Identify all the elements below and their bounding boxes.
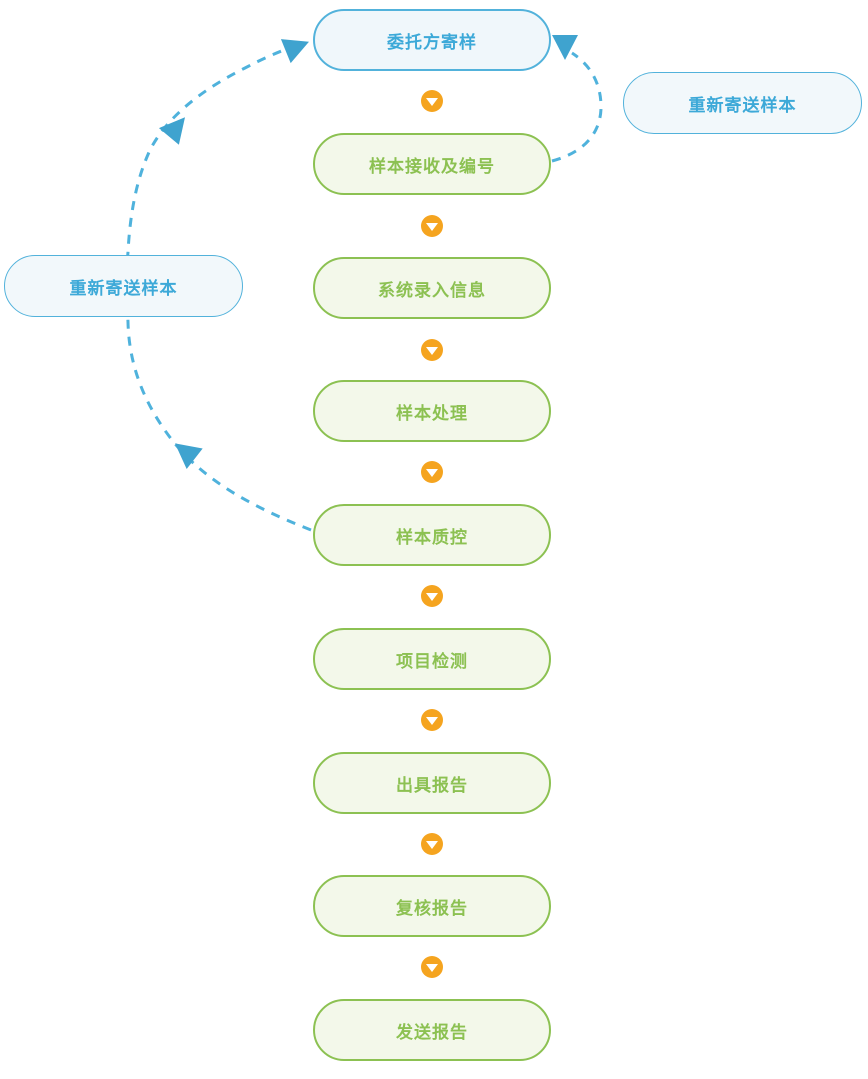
node-client-sends-sample: 委托方寄样 (313, 9, 551, 71)
node-review-report: 复核报告 (313, 875, 551, 937)
right-loop-path (551, 51, 603, 163)
triangle-down-icon (426, 841, 438, 849)
down-arrow-circle-icon (421, 833, 443, 855)
triangle-down-icon (426, 717, 438, 725)
triangle-down-icon (426, 593, 438, 601)
node-resend-sample-left: 重新寄送样本 (4, 255, 243, 317)
node-resend-sample-right: 重新寄送样本 (623, 72, 862, 134)
down-arrow-circle-icon (421, 585, 443, 607)
arrowhead-left-loop-upper-icon (158, 117, 185, 145)
node-label: 样本处理 (396, 403, 468, 423)
node-label: 重新寄送样本 (69, 278, 178, 298)
triangle-down-icon (426, 469, 438, 477)
node-sample-qc: 样本质控 (313, 504, 551, 566)
node-label: 样本接收及编号 (369, 156, 495, 176)
node-label: 出具报告 (396, 775, 468, 795)
arrowhead-into-top-node-right-icon (552, 35, 578, 60)
triangle-down-icon (426, 964, 438, 972)
node-sample-processing: 样本处理 (313, 380, 551, 442)
node-label: 样本质控 (396, 527, 468, 547)
down-arrow-circle-icon (421, 215, 443, 237)
node-system-entry-info: 系统录入信息 (313, 257, 551, 319)
node-label: 重新寄送样本 (688, 95, 797, 115)
down-arrow-circle-icon (421, 956, 443, 978)
node-label: 发送报告 (396, 1022, 468, 1042)
down-arrow-circle-icon (421, 339, 443, 361)
arrowhead-left-loop-lower-icon (174, 443, 203, 470)
down-arrow-circle-icon (421, 461, 443, 483)
node-sample-receipt-number: 样本接收及编号 (313, 133, 551, 195)
node-label: 复核报告 (396, 898, 468, 918)
node-send-report: 发送报告 (313, 999, 551, 1061)
node-label: 委托方寄样 (387, 32, 477, 52)
down-arrow-circle-icon (421, 709, 443, 731)
node-label: 系统录入信息 (378, 280, 486, 300)
triangle-down-icon (426, 223, 438, 231)
node-project-testing: 项目检测 (313, 628, 551, 690)
node-label: 项目检测 (396, 651, 468, 671)
triangle-down-icon (426, 347, 438, 355)
triangle-down-icon (426, 98, 438, 106)
arrowhead-into-top-node-left-icon (280, 39, 309, 64)
node-issue-report: 出具报告 (313, 752, 551, 814)
down-arrow-circle-icon (421, 90, 443, 112)
